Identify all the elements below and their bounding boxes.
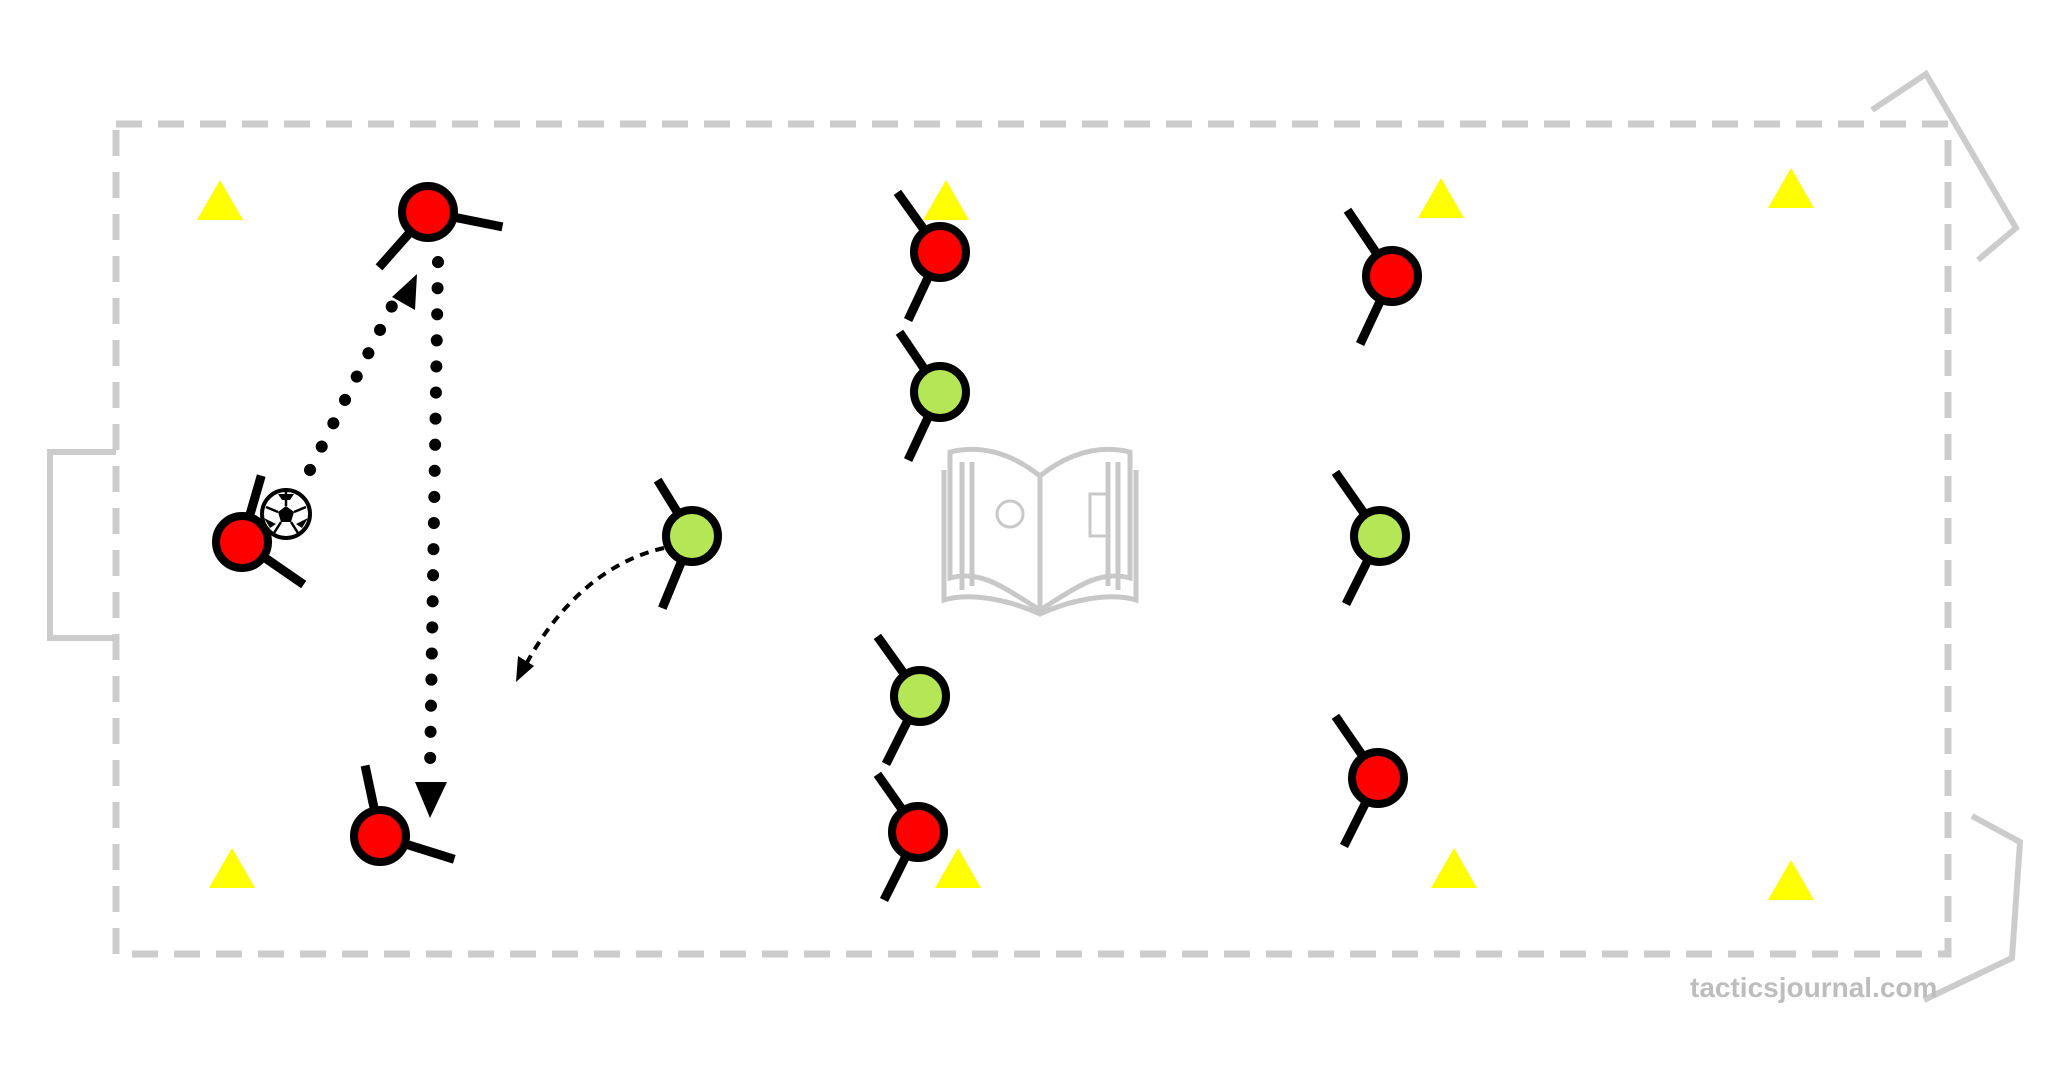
cone-icon xyxy=(1768,168,1814,208)
red-player xyxy=(1331,713,1408,849)
cone-icon xyxy=(1431,848,1477,888)
red-player xyxy=(893,189,970,322)
open-book-pitch-logo-icon xyxy=(941,446,1139,617)
pitch-boundary xyxy=(112,120,1952,958)
right-goal-bottom xyxy=(1922,813,2024,1003)
green-player xyxy=(653,477,722,610)
right-goal-top xyxy=(1870,69,2020,263)
pass-arrow-to-top xyxy=(304,284,406,476)
cone-icon xyxy=(923,180,969,220)
run-arrow xyxy=(522,546,665,669)
green-player xyxy=(895,329,970,462)
cone-icon xyxy=(209,848,255,888)
cone-icon xyxy=(935,848,981,888)
arrowhead xyxy=(392,274,417,310)
cones xyxy=(197,168,1814,900)
green-player xyxy=(873,633,950,767)
left-goal xyxy=(47,449,116,641)
cone-icon xyxy=(197,180,243,220)
soccer-ball-icon xyxy=(260,488,312,540)
cone-icon xyxy=(1418,178,1464,218)
watermark-text: tacticsjournal.com xyxy=(1690,972,1938,1003)
pass-arrow-to-bottom xyxy=(424,256,444,776)
players xyxy=(212,182,1422,903)
arrowhead xyxy=(415,782,447,818)
red-player xyxy=(350,764,456,866)
red-player-with-ball xyxy=(212,474,307,589)
cone-icon xyxy=(1768,860,1814,900)
pass-arrows xyxy=(304,256,665,818)
red-player xyxy=(375,182,504,271)
red-player xyxy=(873,771,948,903)
red-player xyxy=(1343,207,1422,346)
arrowhead xyxy=(516,656,534,682)
green-player xyxy=(1331,469,1410,607)
